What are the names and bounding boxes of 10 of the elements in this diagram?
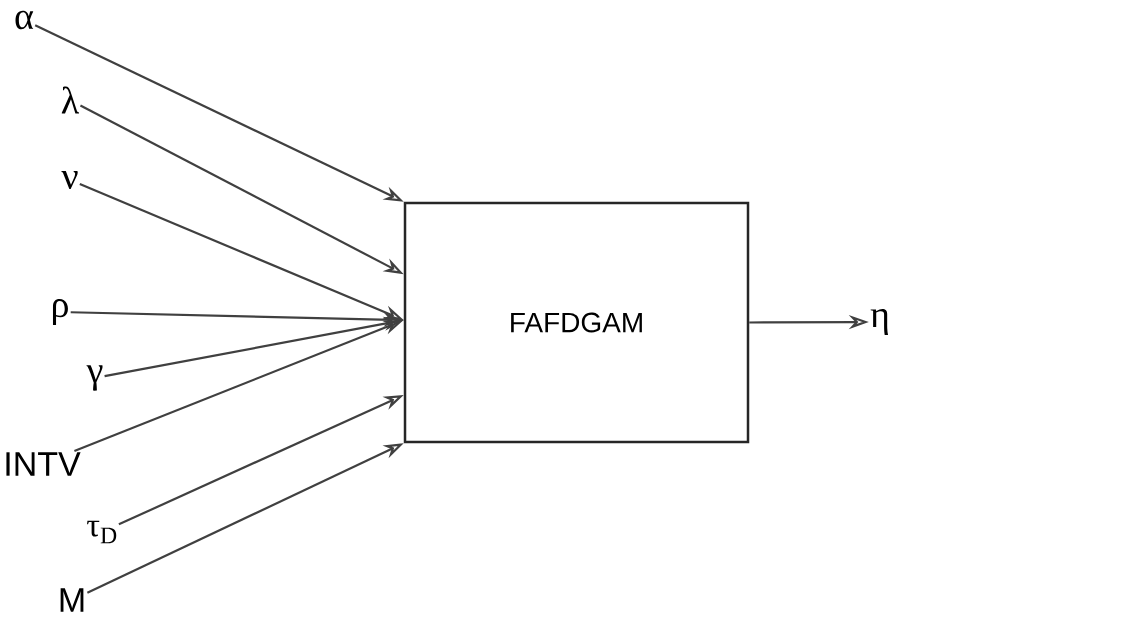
variable-label: λ <box>61 86 79 114</box>
variable-label: ρ <box>53 299 68 325</box>
variable-label: α <box>15 10 34 30</box>
variable-label: η <box>870 309 888 335</box>
variable-label: τ$_{D}$ <box>87 520 117 544</box>
variable-label: M <box>60 588 84 612</box>
variable-label: ν <box>61 171 78 189</box>
variable-label: γ <box>86 365 103 391</box>
variable-label: INTV <box>6 452 81 476</box>
process-box: FAFDGAM <box>403 201 750 444</box>
